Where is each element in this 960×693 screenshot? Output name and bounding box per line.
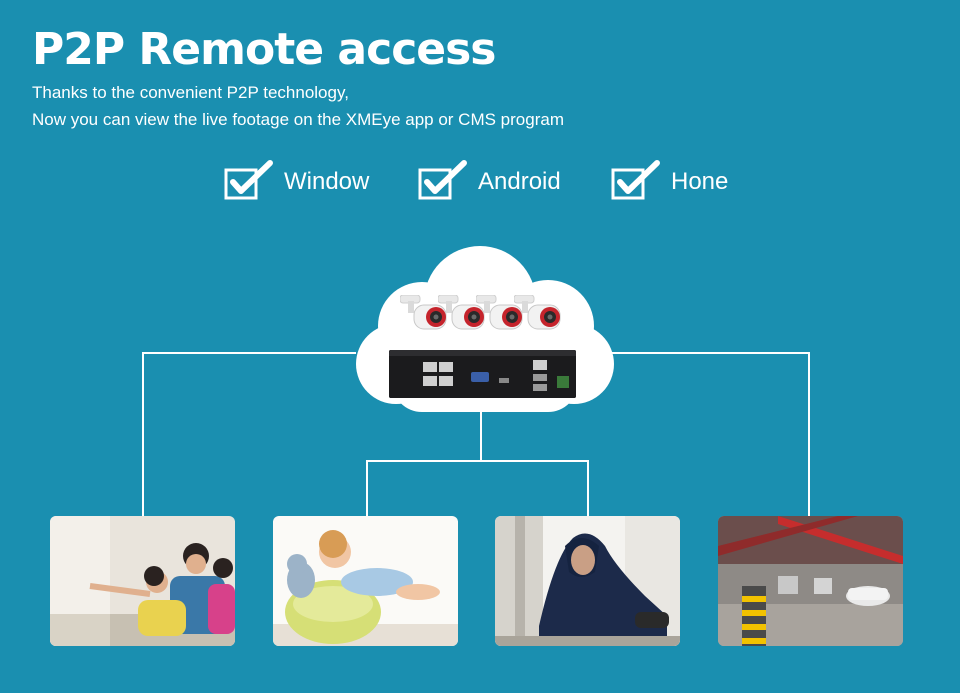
- platform-window: Window: [224, 160, 369, 204]
- parking-garage-photo: [718, 516, 903, 646]
- checkbox-checked-icon: [611, 160, 661, 204]
- platform-label: Hone: [671, 168, 729, 195]
- platform-label: Android: [478, 168, 561, 195]
- checkbox-checked-icon: [418, 160, 468, 204]
- checkbox-checked-icon: [224, 160, 274, 204]
- page-title: P2P Remote access: [32, 24, 496, 75]
- platform-android: Android: [418, 160, 561, 204]
- platform-phone: Hone: [611, 160, 728, 204]
- platform-label: Window: [284, 168, 370, 195]
- subtitle-line-2: Now you can view the live footage on the…: [32, 110, 564, 129]
- bullet-camera-icon: [438, 295, 485, 330]
- bullet-camera-icon: [476, 295, 523, 330]
- subtitle-line-1: Thanks to the convenient P2P technology,: [32, 83, 349, 102]
- bullet-camera-icon: [400, 295, 447, 330]
- family-watching-tv-photo: [50, 516, 235, 646]
- burglar-at-window-photo: [495, 516, 680, 646]
- baby-on-beanbag-photo: [273, 516, 458, 646]
- bullet-camera-icon: [514, 295, 561, 330]
- nvr-recorder-icon: [389, 350, 576, 398]
